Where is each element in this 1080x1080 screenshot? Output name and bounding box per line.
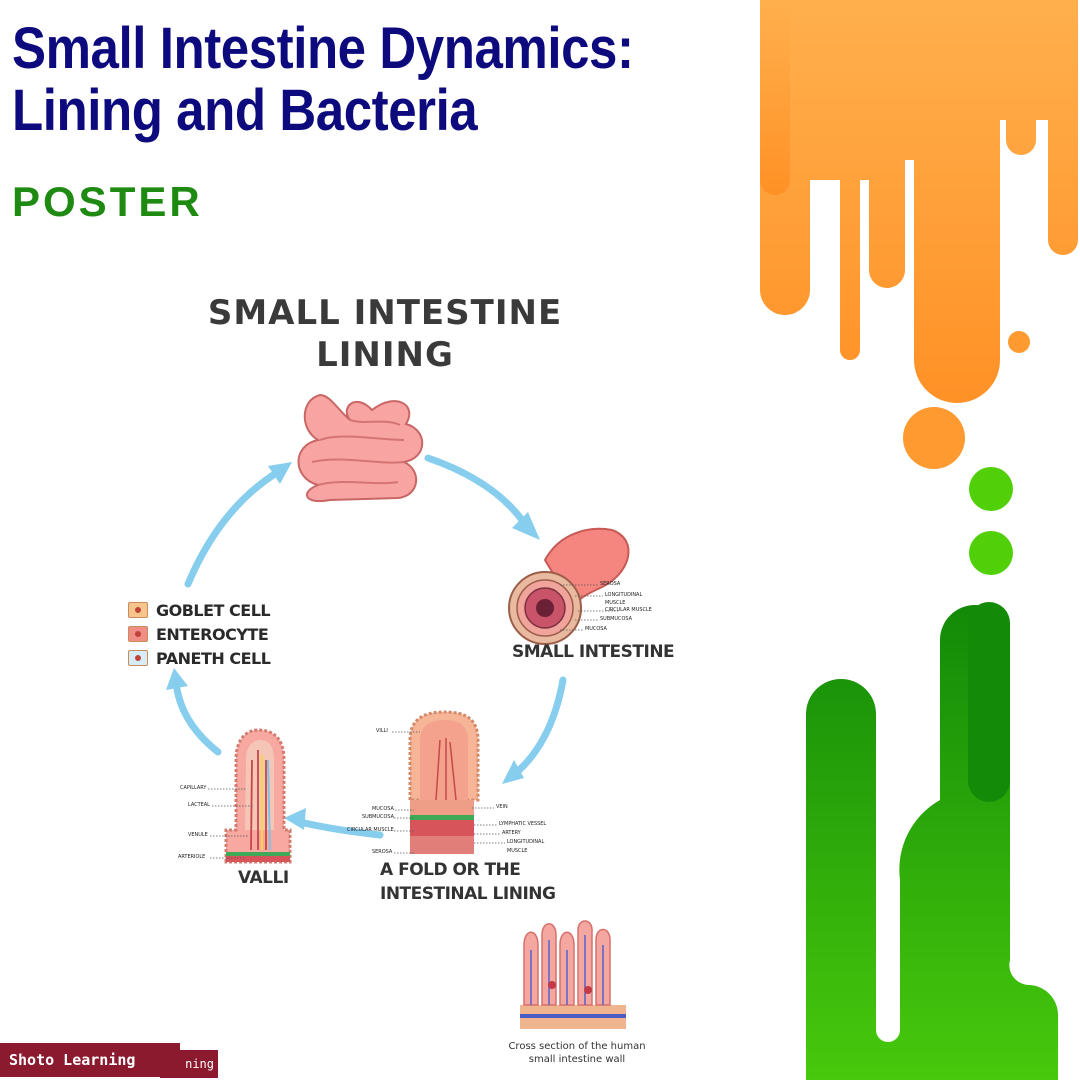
poster-heading-line-2: LINING	[316, 335, 454, 375]
fold-left-label: CIRCULAR MUSCLE	[347, 827, 394, 833]
legend-item-paneth-cell: PANETH CELL	[128, 646, 271, 670]
cross-section-caption: Cross section of the human small intesti…	[502, 1040, 652, 1066]
label-valli: VALLI	[238, 868, 289, 888]
poster-heading-line-1: SMALL INTESTINE	[207, 293, 563, 333]
fold-left-label: SUBMUCOSA	[362, 814, 395, 820]
arrow-tube-to-fold	[511, 676, 567, 778]
cell-type-legend: GOBLET CELL ENTEROCYTE PANETH CELL	[128, 598, 271, 670]
fold-right-label: LYMPHATIC VESSEL	[499, 821, 547, 827]
brand-badge: Shoto Learning	[0, 1043, 180, 1077]
legend-item-goblet-cell: GOBLET CELL	[128, 598, 271, 622]
villus-illustration	[224, 728, 292, 864]
page-subtitle: POSTER	[12, 178, 203, 225]
label-fold-line-2: INTESTINAL LINING	[380, 884, 556, 904]
arrow-intestine-to-tube	[424, 454, 526, 524]
villus-label: LACTEAL	[188, 802, 210, 808]
villus-label: CAPILLARY	[180, 785, 207, 791]
label-fold-line-1: A FOLD OR THE	[380, 860, 521, 880]
cycle-arrows	[172, 454, 567, 839]
villus-leader-lines	[208, 788, 254, 859]
caption-line-1: Cross section of the human	[508, 1041, 646, 1052]
fold-right-label: VEIN	[496, 804, 508, 810]
orange-drip-shape	[760, 0, 1078, 469]
fold-left-label: VILLI	[376, 728, 388, 734]
villus-label: ARTERIOLE	[178, 854, 206, 860]
arrow-legend-to-intestine	[184, 468, 282, 588]
tube-leader-lines	[560, 584, 618, 631]
tube-layer-label: LONGITUDINAL	[605, 592, 643, 598]
tube-layer-label: MUCOSA	[585, 626, 607, 632]
tube-layer-label: SUBMUCOSA	[600, 616, 633, 622]
page-title: Small Intestine Dynamics: Lining and Bac…	[12, 18, 634, 142]
label-small-intestine: SMALL INTESTINE	[512, 642, 675, 662]
green-bars-shape	[806, 602, 1059, 1080]
legend-swatch-icon	[128, 602, 148, 618]
fold-left-label: SEROSA	[372, 849, 393, 855]
fold-leader-lines	[392, 731, 505, 854]
arrow-villus-to-legend	[172, 678, 222, 756]
tube-layer-label: CIRCULAR MUSCLE	[605, 607, 652, 613]
legend-label: ENTEROCYTE	[156, 624, 269, 644]
intestine-wall-cross-section	[520, 920, 626, 1029]
caption-line-2: small intestine wall	[528, 1054, 626, 1065]
arrow-heads	[166, 462, 540, 830]
poster-heading: SMALL INTESTINE LINING	[200, 292, 570, 376]
small-intestine-coil-illustration	[297, 393, 424, 503]
villus-label: VENULE	[188, 832, 208, 838]
fold-right-label: ARTERY	[502, 830, 521, 836]
fold-left-label: MUCOSA	[372, 806, 394, 812]
tube-layer-label: SEROSA	[600, 581, 621, 587]
fold-right-label: LONGITUDINAL	[507, 839, 545, 845]
green-dots	[969, 467, 1013, 575]
intestinal-fold-illustration	[408, 710, 480, 854]
legend-item-enterocyte: ENTEROCYTE	[128, 622, 270, 646]
legend-label: PANETH CELL	[156, 648, 271, 668]
legend-swatch-icon	[128, 650, 148, 666]
fold-right-label: MUSCLE	[507, 848, 528, 854]
legend-swatch-icon	[128, 626, 148, 642]
small-intestine-tube-illustration	[508, 527, 630, 645]
legend-label: GOBLET CELL	[156, 600, 271, 620]
title-line-2: Lining and Bacteria	[12, 78, 478, 143]
tube-layer-label: MUSCLE	[605, 600, 626, 606]
arrow-fold-to-villus	[296, 818, 384, 839]
title-line-1: Small Intestine Dynamics:	[12, 16, 634, 81]
